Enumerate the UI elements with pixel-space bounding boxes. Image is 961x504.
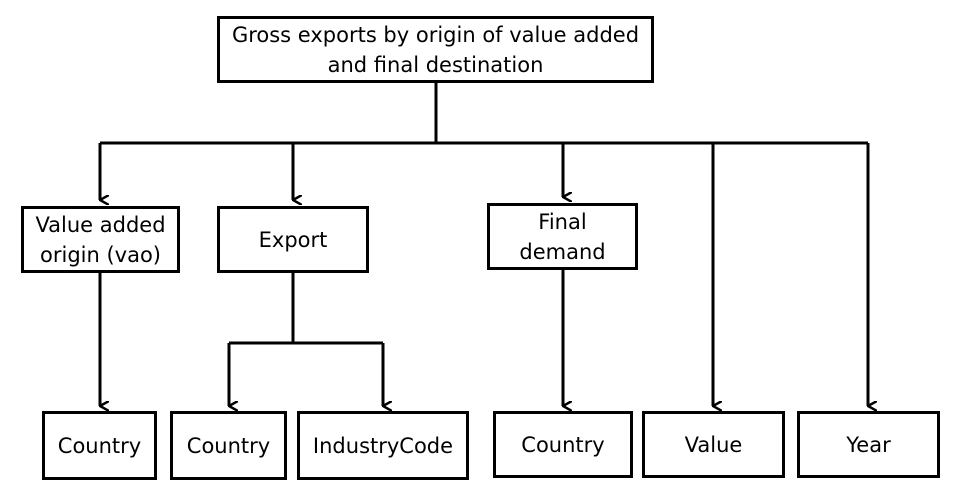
final-demand-country-label: Country xyxy=(521,432,605,457)
root-node: Gross exports by origin of value added a… xyxy=(217,16,654,83)
export-country-node: Country xyxy=(170,411,287,480)
vao-node-line-2: origin (vao) xyxy=(40,242,161,267)
vao-node: Value added origin (vao) xyxy=(21,206,180,273)
vao-country-node: Country xyxy=(42,411,157,480)
value-node: Value xyxy=(642,411,785,478)
export-country-label: Country xyxy=(186,433,271,458)
year-node: Year xyxy=(797,411,940,478)
value-label: Value xyxy=(684,432,743,457)
final-demand-node-line-1: Final xyxy=(538,209,587,234)
root-node-line-2: and final destination xyxy=(327,52,544,77)
final-demand-node-text: Final demand xyxy=(519,207,605,267)
vao-node-line-1: Value added xyxy=(35,212,166,237)
root-node-text: Gross exports by origin of value added a… xyxy=(232,20,639,80)
year-label: Year xyxy=(846,432,891,457)
export-industry-label: IndustryCode xyxy=(312,433,454,458)
export-node: Export xyxy=(217,206,369,273)
vao-country-label: Country xyxy=(57,433,142,458)
final-demand-node-line-2: demand xyxy=(519,239,606,264)
final-demand-node: Final demand xyxy=(487,203,638,270)
export-node-label: Export xyxy=(258,227,328,252)
vao-node-text: Value added origin (vao) xyxy=(35,210,165,270)
root-node-line-1: Gross exports by origin of value added xyxy=(231,22,640,47)
export-industry-node: IndustryCode xyxy=(297,411,469,480)
final-demand-country-node: Country xyxy=(493,411,633,478)
